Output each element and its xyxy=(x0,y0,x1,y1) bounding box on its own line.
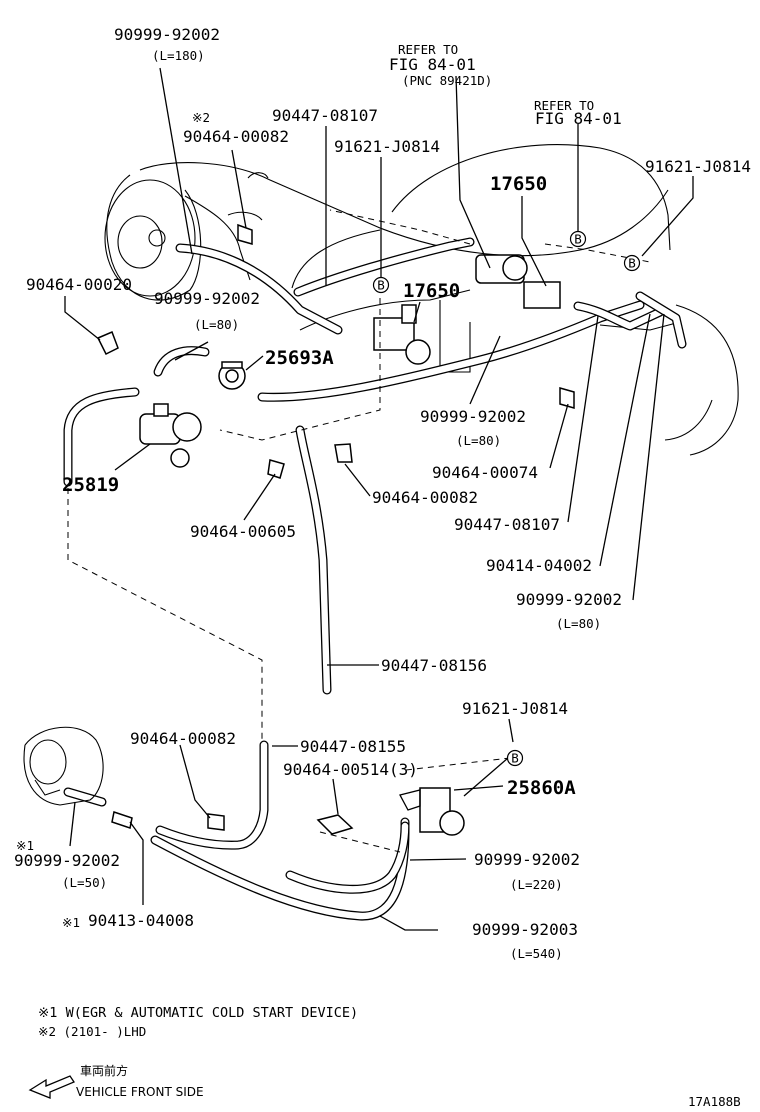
label-length-50: (L=50) xyxy=(62,875,107,890)
label-90447-08155: 90447-08155 xyxy=(300,737,406,756)
footnotes: ※1 W(EGR & AUTOMATIC COLD START DEVICE) … xyxy=(38,1005,358,1039)
vsv-17650-upper xyxy=(475,254,561,309)
b-markers: B B B B xyxy=(372,230,641,767)
label-90464-00082-a: 90464-00082 xyxy=(183,127,289,146)
label-length-220: (L=220) xyxy=(510,877,563,892)
front-label-en: VEHICLE FRONT SIDE xyxy=(76,1085,204,1099)
label-90999-92002-b: 90999-92002 xyxy=(154,289,260,308)
label-90999-92002-f: 90999-92002 xyxy=(474,850,580,869)
label-90999-92002-e: 90999-92002 xyxy=(14,851,120,870)
front-label-jp: 車両前方 xyxy=(80,1063,128,1078)
refer-note-2-line2: FIG 84-01 xyxy=(535,109,622,128)
label-90999-92003: 90999-92003 xyxy=(472,920,578,939)
label-91621-J0814-c: 91621-J0814 xyxy=(462,699,568,718)
mark-2-a: ※2 xyxy=(192,110,210,125)
bvsv-25819 xyxy=(139,403,202,468)
label-90464-00514: 90464-00514(3) xyxy=(283,760,418,779)
refer-note-2-line1: REFER TO xyxy=(534,98,594,113)
leader-lines xyxy=(64,67,694,931)
mark-1-b: ※1 xyxy=(62,915,80,930)
footnote-1: ※1 W(EGR & AUTOMATIC COLD START DEVICE) xyxy=(38,1005,358,1021)
label-91621-J0814-a: 91621-J0814 xyxy=(334,137,440,156)
label-90447-08156: 90447-08156 xyxy=(381,656,487,675)
svg-text:B: B xyxy=(377,278,385,293)
label-90464-00082-b: 90464-00082 xyxy=(372,488,478,507)
refer-note-1-line3: (PNC 89421D) xyxy=(402,73,492,88)
b-marker-1: B xyxy=(372,276,390,294)
label-90414-04002: 90414-04002 xyxy=(486,556,592,575)
figure-code: 17A188B xyxy=(688,1094,741,1109)
label-17650-b: 17650 xyxy=(403,280,460,302)
label-length-540: (L=540) xyxy=(510,946,563,961)
label-90464-00605: 90464-00605 xyxy=(190,522,296,541)
part-labels: 90999-92002 (L=180) ※2 90464-00082 90447… xyxy=(14,25,751,961)
label-length-80-b: (L=80) xyxy=(456,433,501,448)
svg-text:B: B xyxy=(511,751,519,766)
b-marker-3: B xyxy=(623,254,641,272)
label-25860A: 25860A xyxy=(507,777,576,799)
throttle-body-lower xyxy=(23,726,104,806)
label-length-180: (L=180) xyxy=(152,48,205,63)
b-marker-4: B xyxy=(506,749,524,767)
refer-note-1-line1: REFER TO xyxy=(398,42,458,57)
label-25693A: 25693A xyxy=(265,347,334,369)
label-90999-92002-top: 90999-92002 xyxy=(114,25,220,44)
b-marker-2: B xyxy=(569,230,587,248)
clamps xyxy=(96,223,575,835)
svg-text:B: B xyxy=(628,256,636,271)
label-90999-92002-d: 90999-92002 xyxy=(516,590,622,609)
label-90464-00074: 90464-00074 xyxy=(432,463,538,482)
front-direction-legend: 車両前方 VEHICLE FRONT SIDE xyxy=(28,1063,204,1099)
refer-note-1-line2: FIG 84-01 xyxy=(389,55,476,74)
valve-25693A xyxy=(218,361,246,390)
label-17650-a: 17650 xyxy=(490,173,547,195)
label-90464-00020: 90464-00020 xyxy=(26,275,132,294)
mark-1-a: ※1 xyxy=(16,838,34,853)
label-90464-00082-c: 90464-00082 xyxy=(130,729,236,748)
label-length-80-c: (L=80) xyxy=(556,616,601,631)
label-25819: 25819 xyxy=(62,474,119,496)
footnote-2: ※2 (2101- )LHD xyxy=(38,1024,146,1039)
engine-outline xyxy=(104,144,739,456)
label-90413-04008: 90413-04008 xyxy=(88,911,194,930)
front-arrow-icon xyxy=(28,1075,75,1099)
vsv-17650-lower xyxy=(373,304,431,365)
vsv-25860A xyxy=(399,787,465,836)
label-90447-08107-a: 90447-08107 xyxy=(272,106,378,125)
dashed-connections xyxy=(67,209,651,853)
label-91621-J0814-b: 91621-J0814 xyxy=(645,157,751,176)
label-90999-92002-c: 90999-92002 xyxy=(420,407,526,426)
label-90447-08107-b: 90447-08107 xyxy=(454,515,560,534)
svg-text:B: B xyxy=(574,232,582,247)
label-length-80-a: (L=80) xyxy=(194,317,239,332)
hoses xyxy=(63,237,687,921)
